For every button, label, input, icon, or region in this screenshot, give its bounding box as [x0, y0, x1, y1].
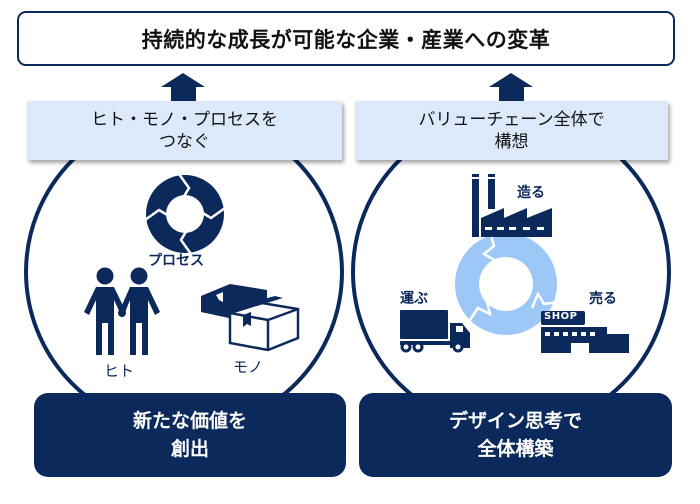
process-cycle-icon — [144, 173, 226, 255]
make-label: 造る — [517, 185, 545, 201]
boxes-icon — [201, 284, 300, 352]
shop-icon — [541, 311, 629, 353]
left-result-line1: 新たな価値を — [132, 410, 247, 432]
carry-label: 運ぶ — [400, 291, 428, 307]
value-chain-cycle-icon — [455, 231, 559, 335]
goal-title: 持続的な成長が可能な企業・産業への変革 — [141, 27, 551, 52]
left-result-box: 新たな価値を 創出 — [34, 393, 346, 477]
right-header-line2: 構想 — [494, 131, 529, 152]
people-icon — [84, 267, 160, 355]
right-header-line1: バリューチェーン全体で — [418, 109, 605, 130]
truck-icon — [400, 310, 470, 353]
sell-label: 売る — [589, 291, 617, 307]
left-circle — [24, 112, 344, 432]
up-arrow-left — [161, 73, 205, 101]
right-result-line2: 全体構築 — [477, 438, 554, 460]
right-result-box: デザイン思考で 全体構築 — [359, 393, 672, 477]
right-result-line1: デザイン思考で — [448, 410, 582, 432]
process-label: プロセス — [148, 253, 204, 269]
right-circle — [351, 112, 671, 432]
goal-box: 持続的な成長が可能な企業・産業への変革 — [17, 11, 675, 66]
left-header-box: ヒト・モノ・プロセスを つなぐ — [27, 101, 342, 160]
left-header-line2: つなぐ — [159, 131, 210, 152]
right-header-box: バリューチェーン全体で 構想 — [355, 101, 668, 160]
shop-badge: SHOP — [544, 311, 578, 322]
up-arrow-right — [489, 73, 533, 101]
people-label: ヒト — [104, 362, 135, 380]
factory-icon — [472, 174, 552, 237]
left-result-line2: 創出 — [170, 438, 209, 460]
things-label: モノ — [233, 358, 264, 376]
left-header-line1: ヒト・モノ・プロセスを — [91, 109, 278, 130]
